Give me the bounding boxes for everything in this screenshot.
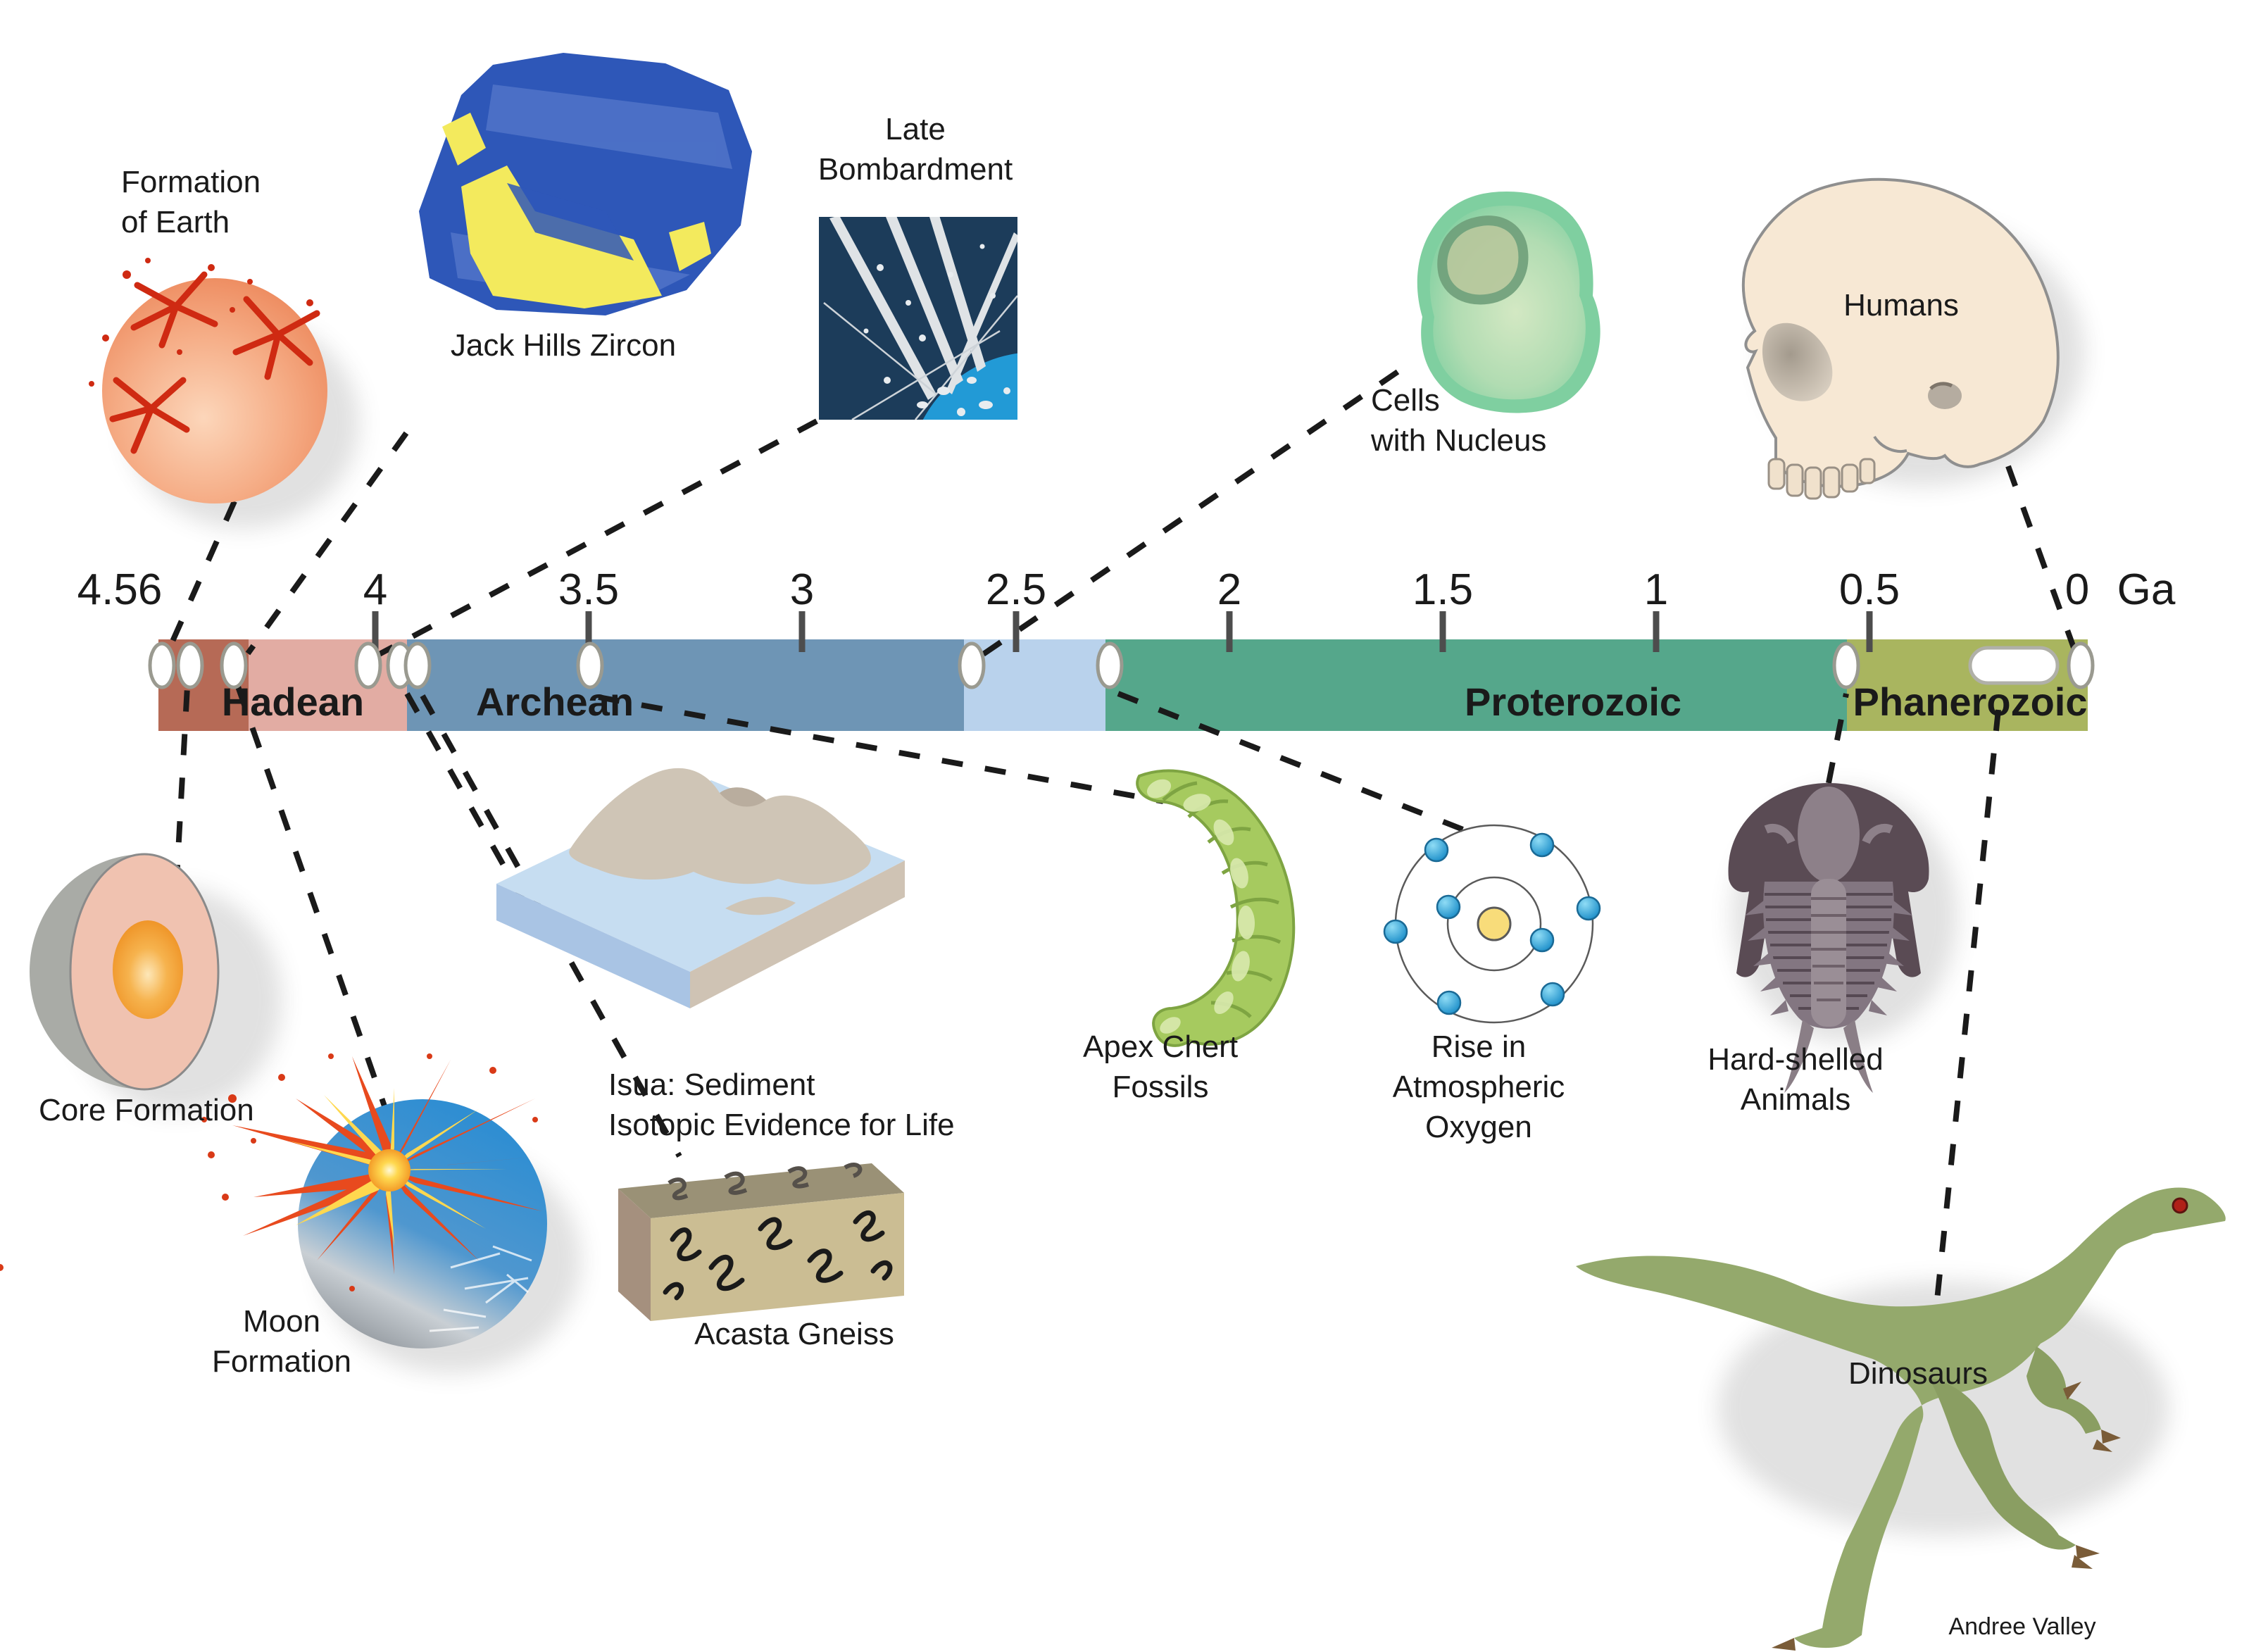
acasta-gneiss-label: Acasta Gneiss [694, 1314, 894, 1354]
tick-label-1.5: 1.5 [1412, 565, 1473, 614]
tick-label-4: 4 [363, 565, 387, 614]
label-line: Oxygen [1425, 1110, 1532, 1145]
isua-label: Isua: Sediment Isotopic Evidence for Lif… [608, 1065, 955, 1145]
tick-label-2.5: 2.5 [986, 565, 1046, 614]
label-line: Atmospheric [1392, 1070, 1565, 1105]
label-line: Fossils [1112, 1070, 1209, 1105]
credit-text: Andree Valley [1948, 1613, 2096, 1640]
connector-line-7 [598, 694, 1164, 804]
dinosaurs-illustration [1576, 1187, 2226, 1651]
connector-line-11 [1932, 709, 2001, 1321]
label-line: Dinosaurs [1848, 1356, 1988, 1391]
connector-line-10 [1826, 693, 1849, 784]
event-marker-4.56 [148, 642, 176, 689]
event-marker-~0.54 [1832, 642, 1860, 689]
tick-label-3: 3 [790, 565, 814, 614]
label-line: Moon [242, 1304, 321, 1339]
label-line: Rise in [1431, 1030, 1527, 1064]
acasta-gneiss-illustration [618, 1163, 904, 1321]
event-marker-~4.4 [220, 642, 248, 689]
connector-line-4 [374, 418, 818, 659]
tick-label-2: 2 [1217, 565, 1241, 614]
dinosaurs-label: Dinosaurs [1848, 1353, 1988, 1394]
formation-of-earth-illustration [89, 258, 327, 503]
moon-formation-label: Moon Formation [212, 1301, 351, 1382]
tick-label-1: 1 [1644, 565, 1668, 614]
label-line: Jack Hills Zircon [450, 328, 677, 363]
core-formation-label: Core Formation [39, 1090, 254, 1130]
label-line: Humans [1843, 288, 1959, 323]
jack-hills-zircon-label: Jack Hills Zircon [451, 325, 676, 365]
range-marker-dinosaurs [1968, 646, 2060, 685]
label-line: Animals [1740, 1082, 1851, 1118]
core-formation-illustration [30, 853, 220, 1091]
jack-hills-zircon-illustration [419, 53, 752, 315]
event-marker-0 [2067, 642, 2095, 689]
oxygen-atom-illustration [1383, 824, 1601, 1024]
label-line: Isua: Sediment [608, 1068, 815, 1102]
label-line: Bombardment [817, 152, 1013, 187]
label-line: Apex Chert [1082, 1030, 1239, 1064]
apex-chert-label: Apex Chert Fossils [1083, 1027, 1238, 1107]
isua-illustration [496, 768, 905, 1008]
label-line: Formation [121, 165, 261, 199]
event-marker-~3.9 [403, 642, 432, 689]
era-segment-proterozoic [1105, 639, 1847, 731]
label-line: Late [885, 112, 946, 146]
impact-explosion [0, 1053, 556, 1291]
axis-label-Ga: Ga [2117, 565, 2176, 614]
label-line: of Earth [121, 205, 230, 240]
connector-line-9 [1117, 691, 1472, 835]
oxygen-label: Rise in Atmospheric Oxygen [1393, 1027, 1565, 1148]
era-label-phanerozoic: Phanerozoic [1853, 680, 2088, 724]
connector-line-0 [166, 500, 237, 651]
event-marker-~4.5 [176, 642, 204, 689]
apex-chert-illustration [1136, 769, 1296, 1047]
event-marker-~2.55 [958, 642, 986, 689]
humans-skull-illustration [1741, 177, 2060, 500]
cells-with-nucleus-illustration [1417, 192, 1600, 413]
humans-label: Humans [1843, 285, 1959, 325]
connector-line-12 [2005, 465, 2079, 655]
axis-label-4.56: 4.56 [77, 565, 163, 614]
cells-with-nucleus-label: Cells with Nucleus [1371, 380, 1546, 461]
era-label-proterozoic: Proterozoic [1465, 680, 1681, 724]
label-line: Cells [1371, 383, 1440, 418]
connector-line-2 [235, 685, 391, 1120]
electrons [1383, 832, 1601, 1015]
late-bombardment-illustration [819, 217, 1017, 420]
tick-label-0.5: 0.5 [1839, 565, 1900, 614]
event-marker-~2.2 [1096, 642, 1124, 689]
label-line: Formation [211, 1344, 352, 1379]
moon-formation-illustration [0, 1053, 556, 1348]
label-line: Acasta Gneiss [694, 1317, 894, 1351]
era-label-archean: Archean [476, 680, 634, 724]
late-bombardment-label: Late Bombardment [818, 109, 1013, 189]
label-line: Hard-shelled [1708, 1042, 1884, 1077]
label-line: with Nucleus [1371, 423, 1547, 458]
event-marker-~3.5 [576, 642, 604, 689]
label-line: Isotopic Evidence for Life [608, 1108, 955, 1143]
axis-label-0: 0 [2065, 565, 2089, 614]
connector-line-3 [245, 431, 409, 656]
label-line: Core Formation [39, 1093, 254, 1127]
hard-shelled-animals-label: Hard-shelled Animals [1708, 1039, 1883, 1120]
formation-of-earth-label: Formation of Earth [121, 162, 261, 242]
trilobite-illustration [1728, 783, 1929, 1093]
tick-label-3.5: 3.5 [558, 565, 619, 614]
event-marker-~4.0 [354, 642, 382, 689]
